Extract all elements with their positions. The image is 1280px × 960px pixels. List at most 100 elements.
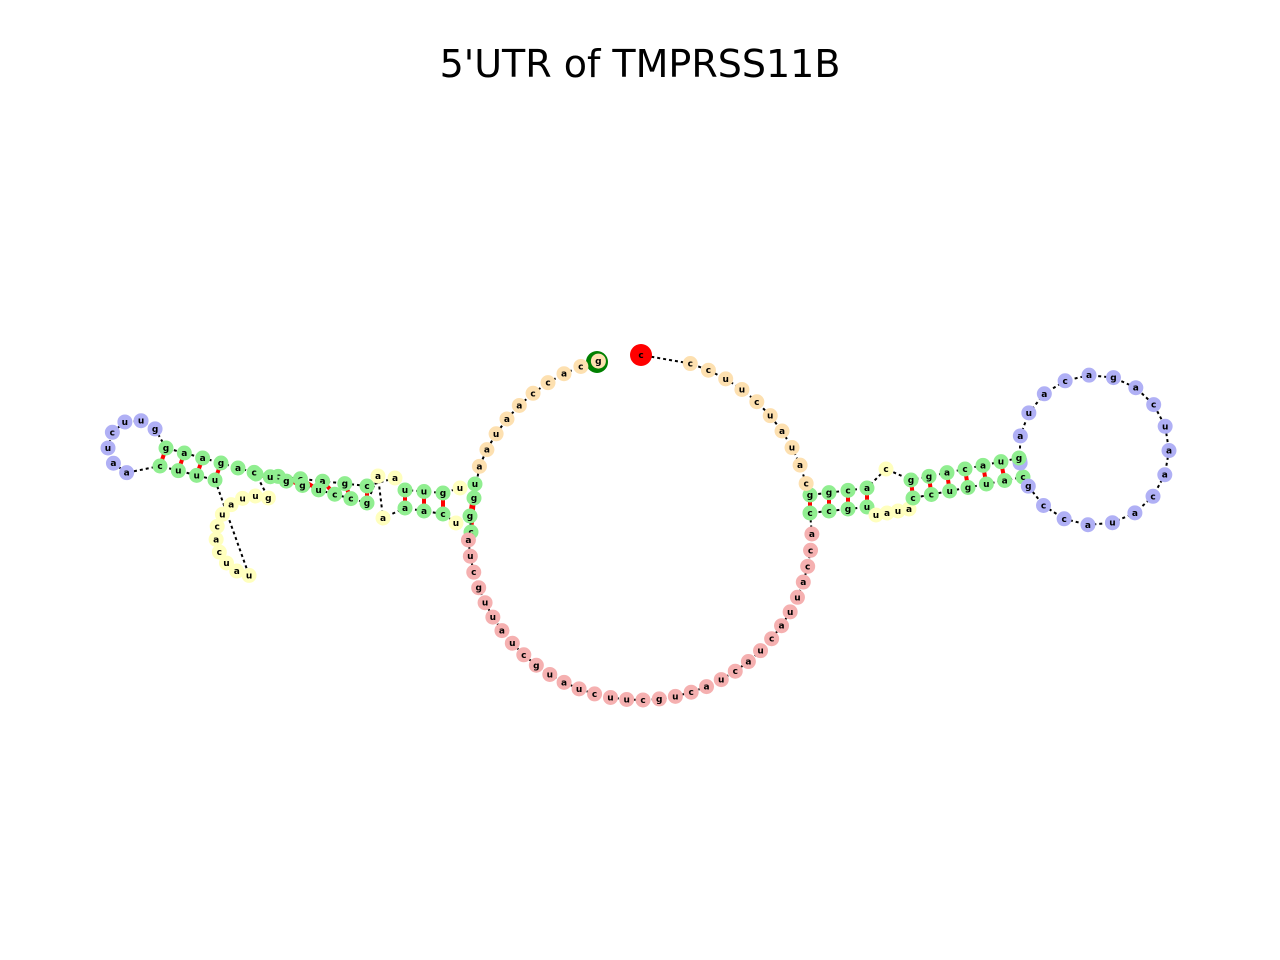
nucleotide: a	[1127, 505, 1143, 521]
nucleotide-circle	[229, 563, 245, 579]
nucleotide-circle	[1021, 405, 1037, 421]
nucleotide-base-label: u	[122, 418, 128, 428]
nucleotide-base-label: c	[929, 491, 934, 501]
nucleotide: c	[749, 394, 765, 410]
nucleotide-base-label: g	[1016, 454, 1022, 464]
nucleotide: u	[718, 371, 734, 387]
nucleotide-circle	[774, 618, 790, 634]
nucleotide: g	[1020, 478, 1036, 494]
nucleotide-base-label: a	[234, 567, 240, 577]
nucleotide-circle	[764, 631, 780, 647]
nucleotide: c	[587, 686, 603, 702]
nucleotide-base-label: c	[276, 472, 281, 482]
nucleotide-circle	[516, 647, 532, 663]
nucleotide: g	[821, 485, 837, 501]
nucleotide-base-label: c	[803, 479, 808, 489]
nucleotide: c	[764, 631, 780, 647]
nucleotide-circle	[840, 501, 856, 517]
nucleotide-base-label: a	[1162, 471, 1168, 481]
nucleotide-circle	[1127, 505, 1143, 521]
nucleotide-circle	[803, 542, 819, 558]
nucleotide: a	[119, 465, 135, 481]
nucleotide-circle	[471, 580, 487, 596]
nucleotide-base-label: a	[516, 401, 522, 411]
nucleotide: g	[590, 353, 606, 369]
nucleotide-base-label: a	[124, 469, 130, 479]
nucleotide: u	[978, 476, 994, 492]
nucleotide-base-label: a	[884, 509, 890, 519]
nucleotide-circle	[485, 609, 501, 625]
nucleotide-circle	[753, 643, 769, 659]
nucleotide-base-label: u	[315, 486, 321, 496]
nucleotide-circle	[158, 440, 174, 456]
nucleotide-circle	[147, 421, 163, 437]
nucleotide-base-label: u	[607, 693, 613, 703]
nucleotide-circle	[359, 478, 375, 494]
nucleotide-base-label: c	[578, 362, 583, 372]
nucleotide-base-label: c	[530, 389, 535, 399]
nucleotide: u	[416, 484, 432, 499]
nucleotide-circle	[311, 482, 327, 498]
nucleotide-base-label: a	[476, 462, 482, 472]
nucleotide-base-label: u	[787, 608, 793, 618]
nucleotide-base-label: c	[471, 568, 476, 578]
nucleotide-circle	[802, 505, 818, 521]
nucleotide: c	[435, 506, 451, 522]
nucleotide: g	[158, 440, 174, 456]
nucleotide-circle	[878, 461, 894, 477]
nucleotide-circle	[1105, 370, 1121, 386]
nucleotide: c	[1057, 373, 1073, 389]
nucleotide-base-label: u	[757, 647, 763, 657]
nucleotide-circle	[821, 503, 837, 519]
nucleotide-circle	[1161, 443, 1177, 459]
nucleotide-base-label: c	[364, 482, 369, 492]
nucleotide: c	[682, 356, 698, 372]
nucleotide-base-label: a	[392, 474, 398, 484]
nucleotide: a	[494, 623, 510, 639]
nucleotide-base-label: a	[1086, 371, 1092, 381]
nucleotide: c	[211, 544, 227, 560]
nucleotide-base-label: g	[283, 477, 289, 487]
nucleotide: a	[1080, 517, 1096, 533]
nucleotide: c	[1056, 511, 1072, 527]
nucleotide: u	[477, 595, 493, 611]
nucleotide-circle	[1011, 450, 1027, 466]
nucleotide: a	[416, 503, 432, 519]
nucleotide-circle	[104, 424, 120, 440]
nucleotide-base-label: u	[453, 519, 459, 529]
nucleotide-circle	[978, 476, 994, 492]
nucleotide: g	[295, 478, 310, 493]
nucleotide-base-label: a	[1166, 447, 1172, 457]
nucleotide-base-label: a	[797, 461, 803, 471]
nucleotide-base-label: a	[1002, 477, 1008, 487]
diagram-title: 5'UTR of TMPRSS11B	[439, 42, 841, 86]
nucleotide: a	[370, 468, 386, 484]
nucleotide-base-label: g	[533, 661, 539, 671]
nucleotide: a	[997, 473, 1013, 488]
nucleotide-circle	[359, 495, 375, 511]
nucleotide: u	[397, 482, 413, 498]
nucleotide-base-label: a	[980, 461, 986, 471]
nucleotide: u	[762, 408, 778, 424]
nucleotide-base-label: u	[873, 511, 879, 521]
nucleotide-circle	[960, 480, 976, 495]
nucleotide-circle	[119, 465, 135, 481]
nucleotide-base-label: c	[1061, 515, 1066, 525]
nucleotide-base-label: g	[471, 494, 477, 504]
nucleotide-base-label: a	[1132, 509, 1138, 519]
nucleotide-base-label: c	[592, 690, 597, 700]
nucleotide: c	[540, 375, 556, 391]
nucleotide-circle	[762, 408, 778, 424]
nucleotide-base-label: u	[267, 473, 273, 483]
nucleotide-circle	[542, 666, 558, 682]
nucleotide: c	[878, 461, 894, 477]
nucleotide-base-label: g	[845, 505, 851, 515]
nucleotide-base-label: g	[265, 494, 271, 504]
nucleotide: c	[573, 358, 589, 374]
nucleotide-base-label: c	[826, 507, 831, 517]
nucleotide-base-label: a	[778, 622, 784, 632]
nucleotide-base-label: c	[521, 651, 526, 661]
nucleotide-base-label: c	[769, 635, 774, 645]
nucleotide-base-label: u	[998, 458, 1004, 468]
nucleotide-circle	[241, 567, 257, 583]
